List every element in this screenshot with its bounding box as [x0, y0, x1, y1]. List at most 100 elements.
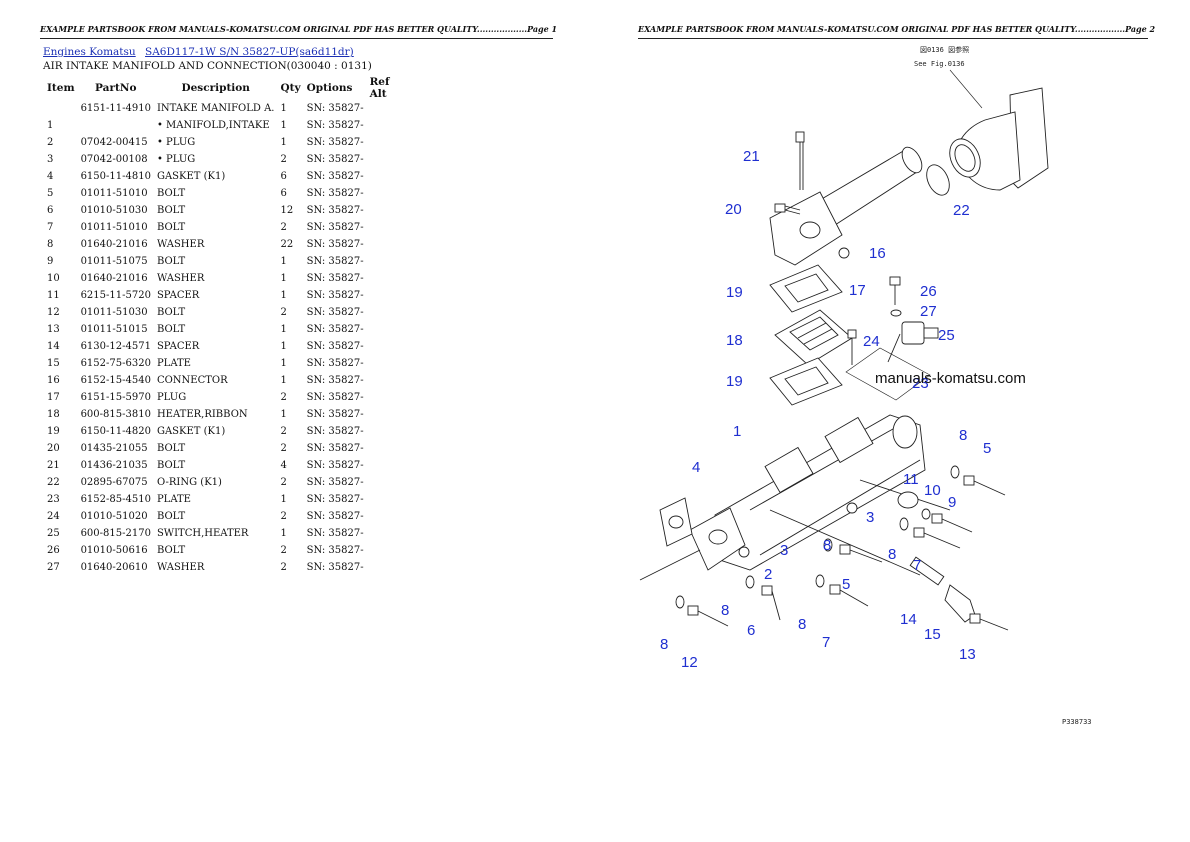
callout-18: 18 [726, 332, 743, 349]
cell-options: SN: 35827- [306, 426, 364, 437]
cell-ref-alt [367, 389, 413, 406]
cell-options: SN: 35827- [306, 171, 364, 182]
cell-description: BOLT [156, 256, 186, 267]
cell-description: WASHER [156, 239, 205, 250]
cell-options: SN: 35827- [306, 375, 364, 386]
bolt-13 [969, 613, 1009, 631]
breadcrumb-link-model[interactable]: SA6D117-1W S/N 35827-UP(sa6d11dr) [145, 46, 354, 58]
page-title: AIR INTAKE MANIFOLD AND CONNECTION(03004… [43, 60, 372, 72]
callout-23: 23 [912, 375, 929, 392]
cell-item: 8 [47, 239, 54, 250]
cell-partno: 01640-20610 [80, 562, 148, 573]
spacer-14 [909, 556, 945, 586]
watermark-text: manuals-komatsu.com [875, 370, 1026, 387]
breadcrumb-link-engines[interactable]: Engines Komatsu [43, 46, 136, 58]
washer-10 [921, 508, 931, 520]
cell-item: 5 [47, 188, 54, 199]
cell-partno: 01435-21055 [80, 443, 148, 454]
bolt-20 [774, 203, 801, 215]
callout-26: 26 [920, 283, 937, 300]
callout-8e: 8 [798, 616, 806, 633]
callout-13: 13 [959, 646, 976, 663]
cell-item: 22 [47, 477, 60, 488]
callout-11: 11 [903, 471, 919, 488]
cell-options: SN: 35827- [306, 443, 364, 454]
callout-labels: 21 20 22 16 19 17 26 27 25 18 24 19 23 1… [660, 148, 991, 671]
cell-partno: 07042-00108 [80, 154, 148, 165]
plate-outline [845, 347, 931, 401]
cell-item: 4 [47, 171, 54, 182]
cell-item: 2 [47, 137, 54, 148]
cell-ref-alt [367, 253, 413, 270]
cell-description: • MANIFOLD,INTAKE [156, 120, 270, 131]
column-header-partno: PartNo [95, 82, 137, 94]
cell-ref-alt [367, 508, 413, 525]
cell-ref-alt [367, 440, 413, 457]
cell-ref-alt [367, 151, 413, 168]
bolt-7a [913, 527, 961, 549]
bolt-21 [795, 131, 805, 190]
callout-19b: 19 [726, 373, 743, 390]
cell-item: 12 [47, 307, 60, 318]
cell-item: 14 [47, 341, 60, 352]
cell-item: 10 [47, 273, 60, 284]
cell-partno: 01011-51010 [80, 188, 148, 199]
cell-partno: 6151-15-5970 [80, 392, 151, 403]
cell-partno: 01011-51010 [80, 222, 148, 233]
cell-qty: 22 [280, 239, 294, 250]
cell-partno: 6150-11-4810 [80, 171, 151, 182]
cell-item: 23 [47, 494, 60, 505]
cell-item: 26 [47, 545, 60, 556]
cell-options: SN: 35827- [306, 103, 364, 114]
rod-left [639, 549, 701, 581]
column-header-qty: Qty [280, 82, 301, 94]
cell-item: 1 [47, 120, 54, 131]
cell-description: SPACER [156, 341, 200, 352]
cell-ref-alt [367, 423, 413, 440]
plug-17 [838, 247, 850, 259]
callout-25: 25 [938, 327, 955, 344]
cell-item: 25 [47, 528, 60, 539]
table-header-row: Item PartNo Description Qty Options Ref … [43, 76, 413, 100]
plug-2 [738, 546, 750, 558]
cell-qty: 1 [280, 375, 287, 386]
connector-pipe [769, 146, 923, 266]
callout-17: 17 [849, 282, 866, 299]
cell-qty: 1 [280, 103, 287, 114]
cell-description: SPACER [156, 290, 200, 301]
plug-3 [846, 502, 858, 514]
washer-8b [899, 517, 909, 531]
cell-qty: 1 [280, 358, 287, 369]
cell-item [43, 100, 78, 117]
cell-partno: 02895-67075 [80, 477, 148, 488]
cell-partno [78, 117, 154, 134]
cell-item: 27 [47, 562, 60, 573]
callout-7a: 7 [913, 557, 921, 574]
callout-14: 14 [900, 611, 917, 628]
cell-qty: 1 [280, 494, 287, 505]
o-ring [926, 164, 950, 196]
callout-19a: 19 [726, 284, 743, 301]
cell-partno: 01640-21016 [80, 273, 148, 284]
breadcrumb: Engines Komatsu SA6D117-1W S/N 35827-UP(… [43, 46, 360, 58]
cell-partno: 6151-11-4910 [80, 103, 151, 114]
cell-partno: 01011-51075 [80, 256, 148, 267]
cell-description: BOLT [156, 222, 186, 233]
rod-middle [769, 509, 921, 576]
cell-ref-alt [367, 219, 413, 236]
heater-switch [887, 321, 939, 363]
exploded-parts-diagram: 図0136 図参照 See Fig.0136 [639, 45, 1092, 726]
cell-options: SN: 35827- [306, 460, 364, 471]
cell-qty: 1 [280, 273, 287, 284]
cell-ref-alt [367, 542, 413, 559]
